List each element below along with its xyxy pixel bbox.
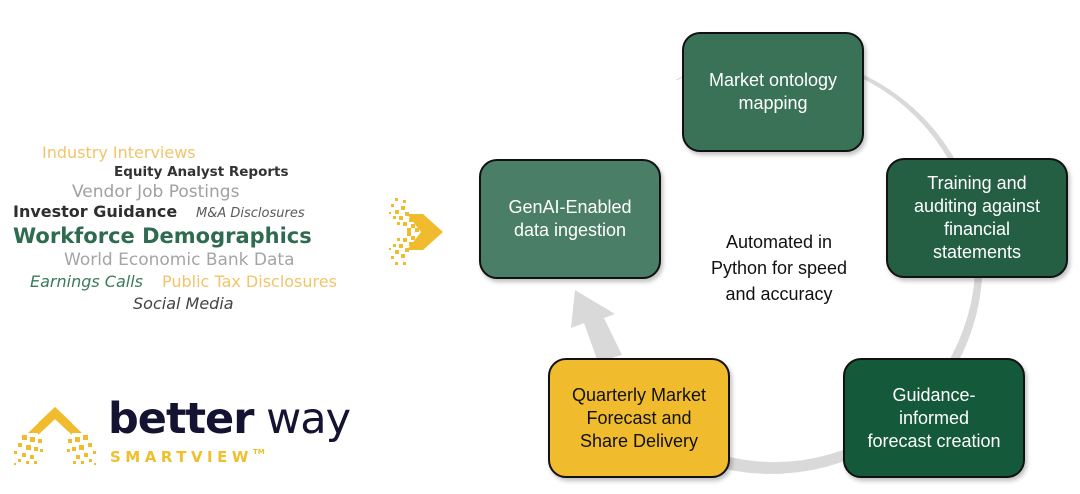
step-label: Training and auditing against financial … [913, 173, 1041, 262]
logo-smartview: SMARTVIEW [110, 448, 253, 466]
logo-pixel-arrow-up-icon [14, 407, 96, 465]
word-investor-guidance: Investor Guidance [13, 202, 178, 221]
step-label: Guidance- informed forecast creation [867, 384, 1001, 451]
word-vendor-job-postings: Vendor Job Postings [72, 182, 240, 202]
step-training-auditing[interactable]: Training and auditing against financial … [886, 158, 1068, 278]
word-workforce-demographics: Workforce Demographics [13, 224, 312, 248]
step-label: GenAI-Enabled data ingestion [508, 197, 632, 240]
word-equity-analyst-reports: Equity Analyst Reports [114, 164, 289, 180]
logo-subtitle: SMARTVIEWTM [110, 448, 265, 466]
word-industry-interviews: Industry Interviews [42, 143, 196, 162]
cycle-center-caption: Automated in Python for speed and accura… [710, 232, 848, 304]
step-quarterly-delivery[interactable]: Quarterly Market Forecast and Share Deli… [548, 358, 730, 478]
cycle-arrowhead-icon [571, 290, 622, 362]
logo-word-way: way [253, 394, 351, 444]
word-ma-disclosures: M&A Disclosures [196, 206, 305, 221]
word-world-economic-bank-data: World Economic Bank Data [64, 250, 295, 270]
word-social-media: Social Media [133, 294, 234, 313]
trademark-symbol: TM [252, 448, 265, 456]
step-guidance-informed-forecast[interactable]: Guidance- informed forecast creation [843, 358, 1025, 478]
step-label: Quarterly Market Forecast and Share Deli… [571, 384, 707, 451]
step-label: Market ontology mapping [708, 70, 838, 113]
word-public-tax-disclosures: Public Tax Disclosures [162, 272, 337, 291]
step-genai-data-ingestion[interactable]: GenAI-Enabled data ingestion [479, 159, 661, 279]
step-market-ontology-mapping[interactable]: Market ontology mapping [682, 32, 864, 152]
pixel-dots [389, 198, 419, 265]
logo-wordmark: better way [108, 398, 351, 441]
pixel-chevron-right-icon [389, 198, 443, 265]
word-earnings-calls: Earnings Calls [30, 272, 143, 291]
logo-word-better: better [108, 394, 254, 444]
